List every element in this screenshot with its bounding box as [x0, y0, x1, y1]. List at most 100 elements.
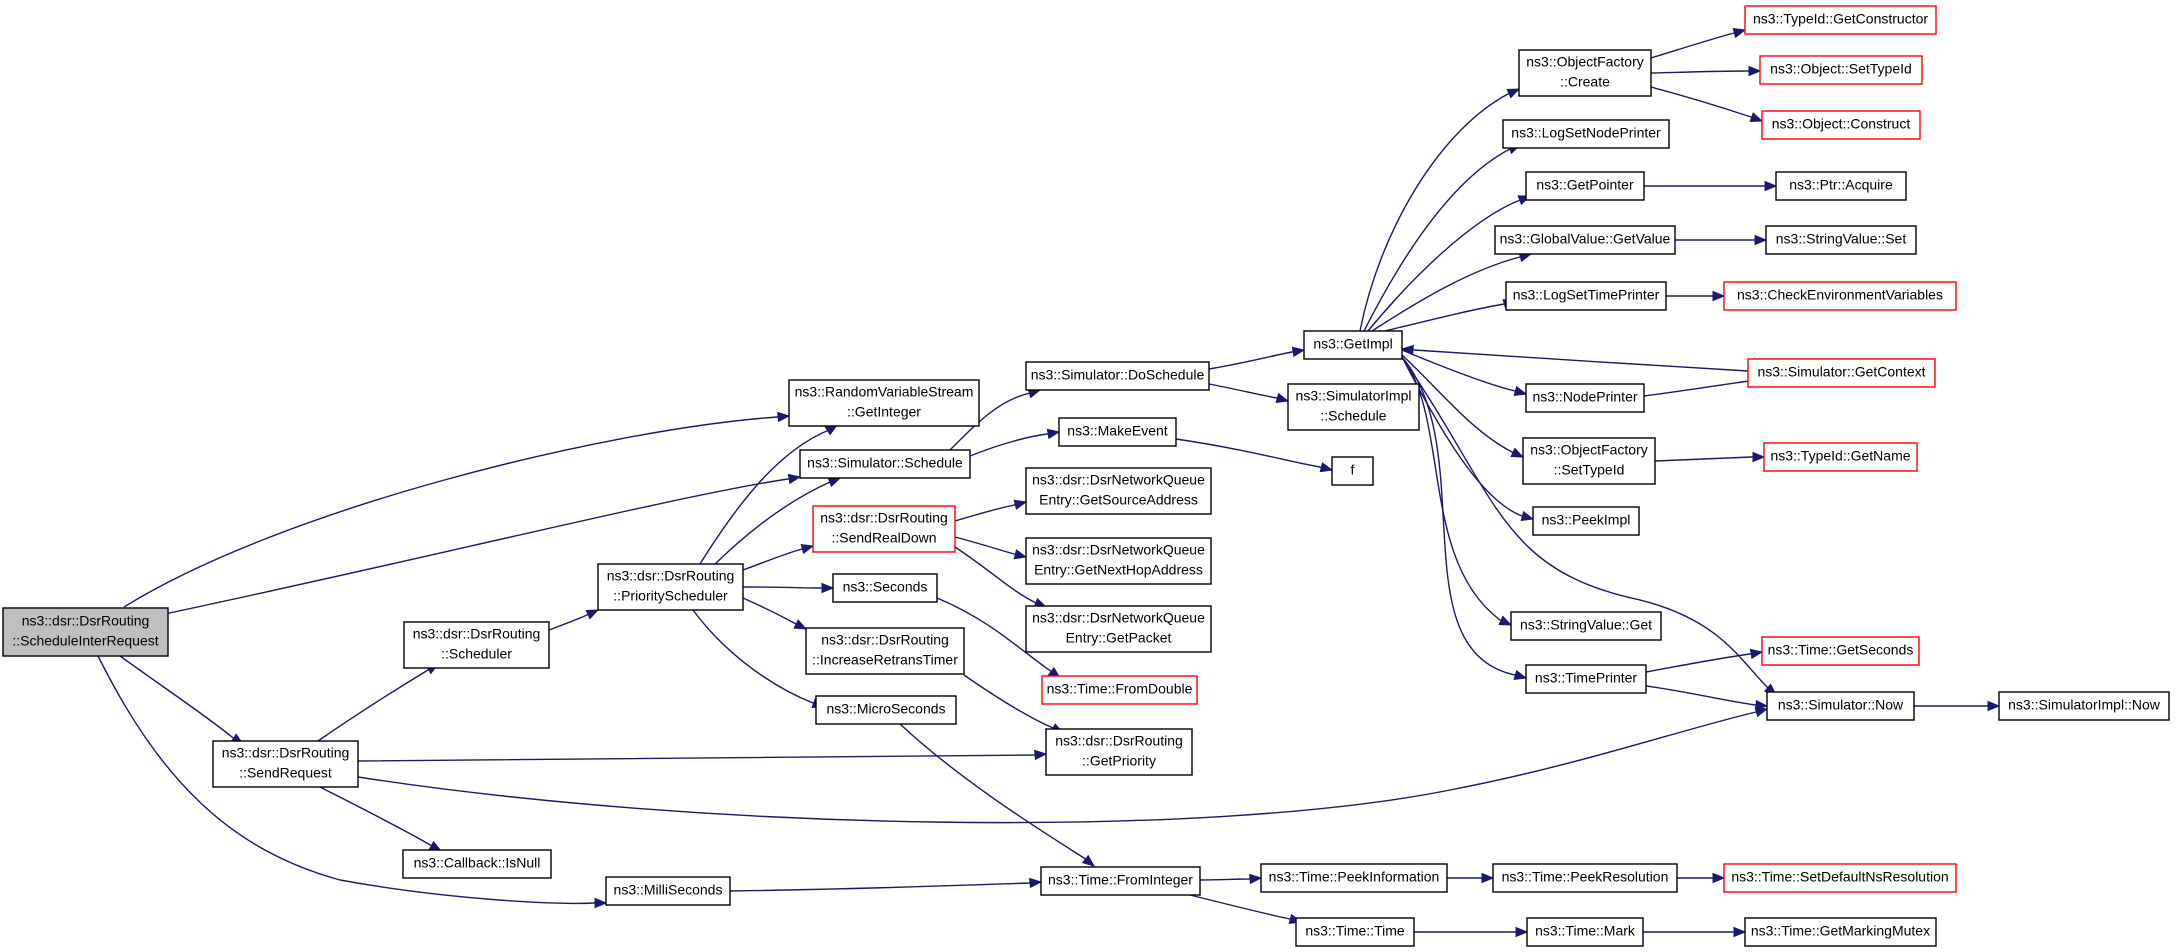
node-label: ::IncreaseRetransTimer [812, 652, 958, 668]
edge-priority_scheduler-to-send_real_down [742, 543, 815, 571]
node-label: ns3::GetImpl [1313, 336, 1392, 352]
node-seconds[interactable]: ns3::Seconds [832, 573, 938, 603]
node-label: f [1351, 462, 1355, 478]
edge-getimpl-to-objfactory_create [1359, 88, 1521, 332]
arrowhead-icon [1481, 872, 1495, 884]
node-microseconds[interactable]: ns3::MicroSeconds [815, 695, 957, 725]
node-globalvalue-getvalue[interactable]: ns3::GlobalValue::GetValue [1494, 225, 1676, 255]
edge-time_frominteger-to-time_time [1189, 894, 1303, 925]
node-typeid-getname[interactable]: ns3::TypeId::GetName [1763, 442, 1918, 472]
node-time-mark[interactable]: ns3::Time::Mark [1526, 917, 1644, 947]
node-nqe-packet[interactable]: ns3::dsr::DsrNetworkQueueEntry::GetPacke… [1025, 605, 1212, 653]
node-box [605, 876, 731, 906]
node-label: ::GetInteger [847, 404, 921, 420]
node-label: ns3::Time::Mark [1535, 923, 1636, 939]
node-box [1025, 537, 1212, 585]
edge-line [1199, 877, 1262, 881]
node-objfactory-settypeid[interactable]: ns3::ObjectFactory::SetTypeId [1522, 437, 1656, 485]
node-label: ns3::ObjectFactory [1530, 442, 1648, 458]
edge-line [963, 674, 1064, 734]
edge-sim_schedule-to-make_event [969, 428, 1061, 457]
node-getpointer[interactable]: ns3::GetPointer [1525, 171, 1645, 201]
node-send-real-down[interactable]: ns3::dsr::DsrRouting::SendRealDown [812, 505, 956, 553]
node-logsetnodeprinter[interactable]: ns3::LogSetNodePrinter [1502, 119, 1670, 149]
node-box [402, 849, 552, 879]
arrowhead-icon [594, 897, 608, 909]
node-label: ns3::GetPointer [1536, 177, 1634, 193]
node-simimpl-schedule[interactable]: ns3::SimulatorImpl::Schedule [1287, 383, 1420, 431]
node-make-event[interactable]: ns3::MakeEvent [1058, 417, 1177, 447]
node-sim-now[interactable]: ns3::Simulator::Now [1766, 691, 1915, 721]
node-box [1040, 866, 1201, 896]
node-timeprinter[interactable]: ns3::TimePrinter [1525, 664, 1647, 694]
node-stringvalue-set[interactable]: ns3::StringValue::Set [1765, 225, 1917, 255]
node-box [815, 695, 957, 725]
arrowhead-icon [1755, 699, 1769, 711]
edge-getimpl-to-nodeprinter [1401, 349, 1528, 397]
node-sim-getcontext[interactable]: ns3::Simulator::GetContext [1747, 358, 1936, 388]
edge-line [699, 424, 838, 565]
node-getimpl[interactable]: ns3::GetImpl [1303, 330, 1403, 360]
node-sim-schedule[interactable]: ns3::Simulator::Schedule [799, 449, 971, 479]
node-ptr-acquire[interactable]: ns3::Ptr::Acquire [1775, 171, 1907, 201]
node-label: ns3::Time::SetDefaultNsResolution [1731, 869, 1948, 885]
node-nqe-src[interactable]: ns3::dsr::DsrNetworkQueueEntry::GetSourc… [1025, 467, 1212, 515]
arrowhead-icon [1748, 65, 1762, 77]
edge-root-to-rvs_getinteger [123, 411, 791, 608]
arrowhead-icon [1764, 180, 1778, 192]
node-time-getseconds[interactable]: ns3::Time::GetSeconds [1761, 636, 1920, 666]
edge-timeprinter-to-sim_now [1645, 685, 1769, 711]
edge-getimpl-to-globalvalue_getvalue [1371, 251, 1533, 332]
node-priority-scheduler[interactable]: ns3::dsr::DsrRouting::PriorityScheduler [597, 563, 744, 611]
node-sim-doschedule[interactable]: ns3::Simulator::DoSchedule [1025, 361, 1210, 391]
edge-line [714, 477, 841, 565]
node-time-setdefault[interactable]: ns3::Time::SetDefaultNsResolution [1723, 863, 1957, 893]
arrowhead-icon [1249, 873, 1263, 885]
edge-getimpl-to-peekimpl [1401, 356, 1535, 522]
edge-line [548, 609, 599, 631]
node-object-construct[interactable]: ns3::Object::Construct [1761, 110, 1921, 140]
node-label: ns3::Simulator::Schedule [807, 455, 963, 471]
node-box [1759, 55, 1923, 85]
node-peekimpl[interactable]: ns3::PeekImpl [1532, 506, 1640, 536]
node-rvs-getinteger[interactable]: ns3::RandomVariableStream::GetInteger [788, 379, 980, 427]
node-label: ns3::Time::PeekInformation [1269, 869, 1440, 885]
node-box [2, 607, 169, 657]
arrowhead-icon [1319, 462, 1334, 473]
node-scheduler[interactable]: ns3::dsr::DsrRouting::Scheduler [403, 621, 550, 669]
edge-line [1189, 894, 1302, 923]
edge-logsettimeprinter-to-check_env_vars [1666, 290, 1726, 302]
node-f[interactable]: f [1331, 456, 1374, 486]
node-milliseconds[interactable]: ns3::MilliSeconds [605, 876, 731, 906]
node-logsettimeprinter[interactable]: ns3::LogSetTimePrinter [1505, 281, 1667, 311]
call-edges [97, 27, 2001, 938]
node-send-request[interactable]: ns3::dsr::DsrRouting::SendRequest [212, 740, 359, 788]
node-nodeprinter[interactable]: ns3::NodePrinter [1525, 383, 1645, 413]
node-time-fromdouble[interactable]: ns3::Time::FromDouble [1041, 675, 1198, 705]
node-time-peekres[interactable]: ns3::Time::PeekResolution [1492, 863, 1678, 893]
edge-line [1650, 86, 1763, 122]
node-nqe-next[interactable]: ns3::dsr::DsrNetworkQueueEntry::GetNextH… [1025, 537, 1212, 585]
node-time-peekinfo[interactable]: ns3::Time::PeekInformation [1260, 863, 1448, 893]
node-object-settypeid[interactable]: ns3::Object::SetTypeId [1759, 55, 1923, 85]
node-label: ns3::StringValue::Set [1776, 231, 1907, 247]
node-simimpl-now[interactable]: ns3::SimulatorImpl::Now [1998, 691, 2170, 721]
node-get-priority[interactable]: ns3::dsr::DsrRouting::GetPriority [1045, 728, 1193, 776]
node-box [1998, 691, 2170, 721]
node-increase-retrans[interactable]: ns3::dsr::DsrRouting::IncreaseRetransTim… [805, 627, 965, 675]
edge-line [1208, 383, 1289, 402]
node-box [1045, 728, 1193, 776]
node-label: ns3::MilliSeconds [614, 882, 723, 898]
node-check-env-vars[interactable]: ns3::CheckEnvironmentVariables [1723, 281, 1957, 311]
node-time-frominteger[interactable]: ns3::Time::FromInteger [1040, 866, 1201, 896]
node-root[interactable]: ns3::dsr::DsrRouting::ScheduleInterReque… [2, 607, 169, 657]
node-objfactory-create[interactable]: ns3::ObjectFactory::Create [1518, 49, 1652, 97]
node-typeid-getconstructor[interactable]: ns3::TypeId::GetConstructor [1744, 5, 1937, 35]
node-label: Entry::GetSourceAddress [1039, 492, 1198, 508]
node-label: ns3::Object::Construct [1772, 116, 1911, 132]
node-time-time[interactable]: ns3::Time::Time [1295, 917, 1415, 947]
node-stringvalue-get[interactable]: ns3::StringValue::Get [1510, 611, 1662, 641]
node-box [1763, 442, 1918, 472]
node-time-getmarkingmutex[interactable]: ns3::Time::GetMarkingMutex [1744, 917, 1937, 947]
node-callback-isnull[interactable]: ns3::Callback::IsNull [402, 849, 552, 879]
